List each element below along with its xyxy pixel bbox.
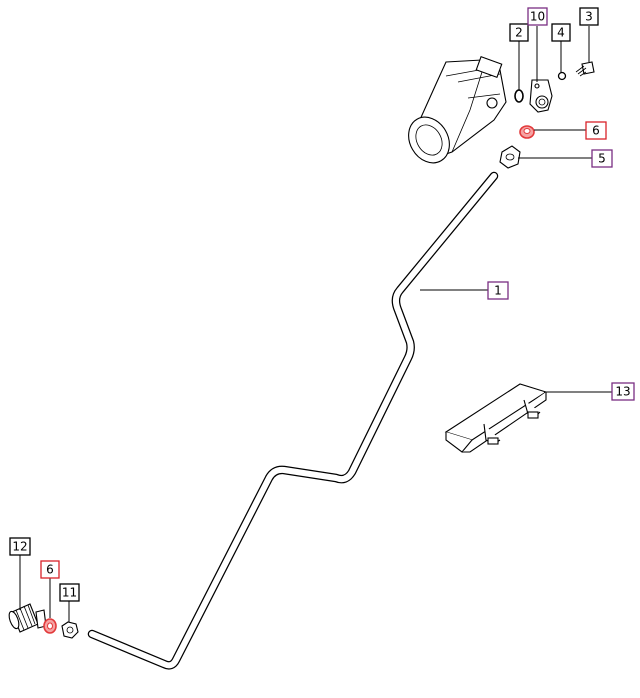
label-11: 11: [59, 583, 80, 602]
label-10: 10: [527, 7, 548, 26]
fuel-line-pipe: [87, 171, 499, 670]
elbow-bracket-part: [529, 79, 553, 113]
washer-part: [557, 71, 567, 81]
label-1: 1: [487, 281, 509, 300]
label-13: 13: [611, 382, 635, 401]
label-6-bottom-text: 6: [46, 563, 54, 577]
label-4-text: 4: [557, 26, 565, 40]
label-12: 12: [9, 537, 31, 556]
leader-lines: [19, 26, 612, 622]
bolt-part: [575, 61, 595, 77]
label-3-text: 3: [585, 10, 593, 24]
union-nut-part: [499, 145, 521, 169]
label-2-text: 2: [515, 26, 523, 40]
label-6-top-text: 6: [592, 124, 600, 138]
hex-nut-part: [61, 621, 79, 639]
label-4: 4: [551, 23, 571, 42]
o-ring-part: [514, 89, 524, 103]
label-10-text: 10: [530, 10, 545, 24]
label-1-text: 1: [494, 284, 502, 298]
filter-housing: [408, 55, 507, 164]
label-3: 3: [579, 7, 599, 26]
label-5-text: 5: [598, 152, 606, 166]
red-seal-top-part: [519, 125, 535, 139]
mounting-bracket-part: [444, 383, 548, 453]
label-6-top: 6: [585, 121, 607, 140]
label-2: 2: [509, 23, 529, 42]
label-12-text: 12: [12, 540, 27, 554]
label-5: 5: [591, 149, 613, 168]
red-seal-bottom-part: [43, 618, 57, 634]
label-13-text: 13: [615, 385, 630, 399]
label-6-bottom: 6: [40, 560, 60, 579]
ribbed-connector-part: [8, 603, 47, 633]
label-11-text: 11: [62, 586, 77, 600]
